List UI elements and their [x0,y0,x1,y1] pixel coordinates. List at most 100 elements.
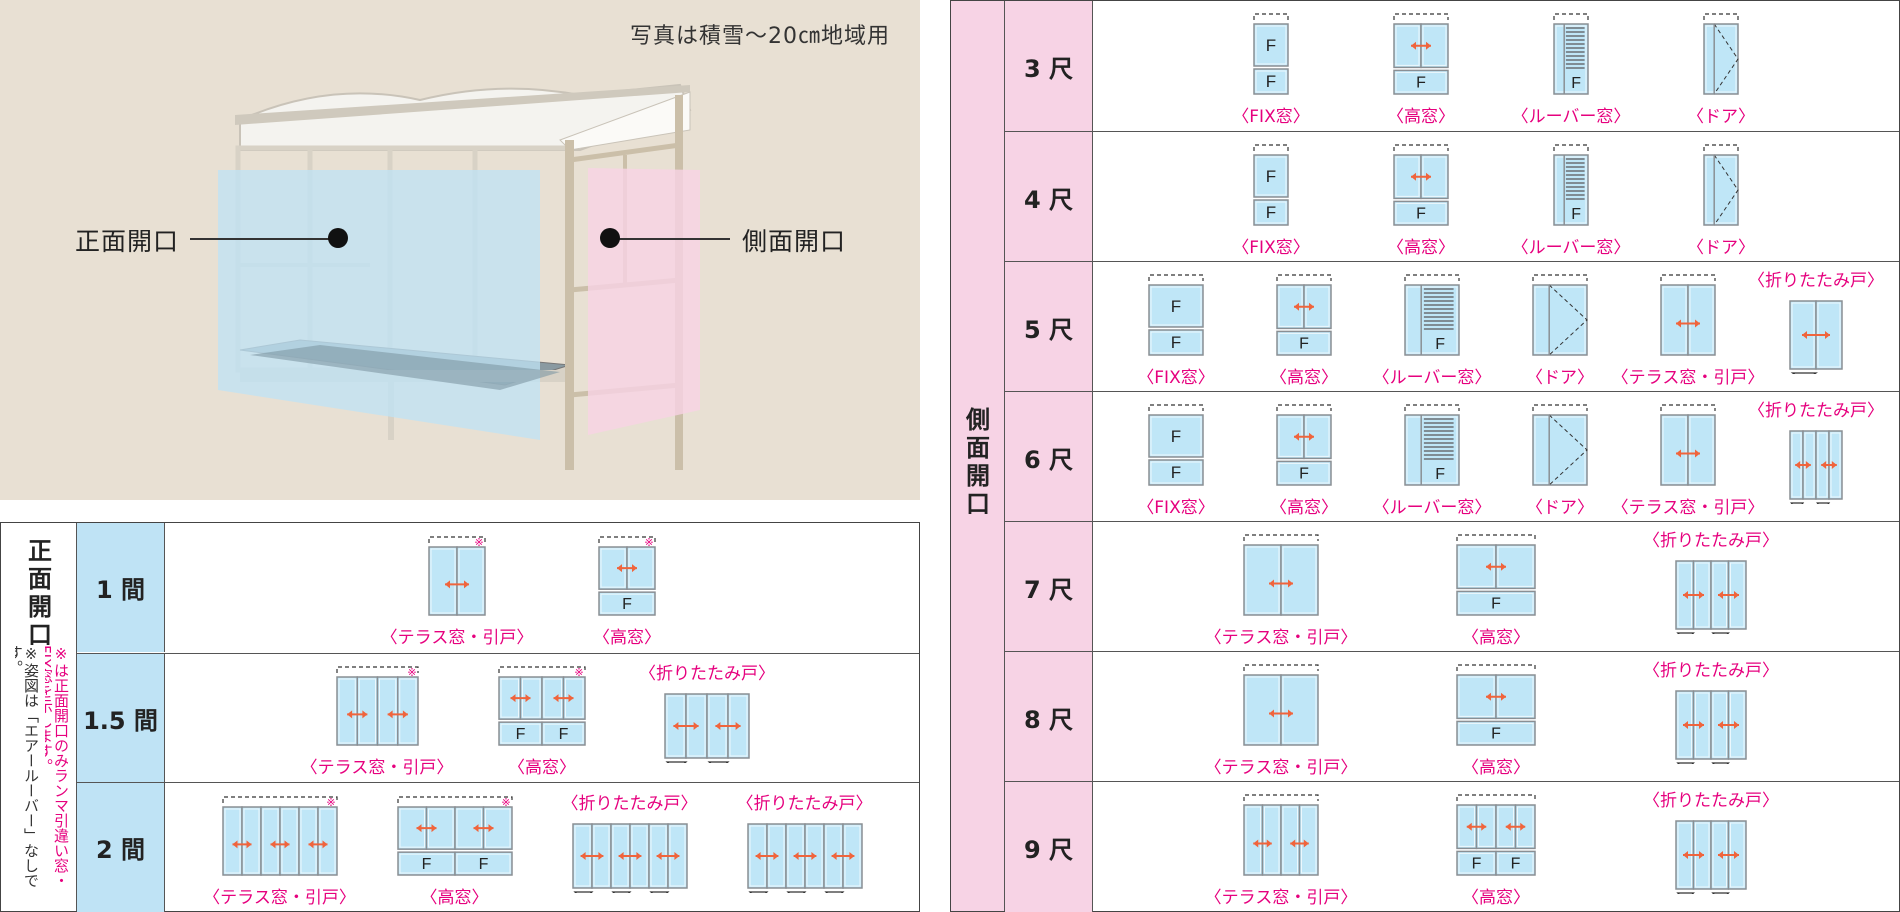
front-item-label: 〈高窓〉 [420,887,489,908]
svg-text:F: F [622,596,632,613]
side-title-char: 開 [966,462,990,490]
side-callout-label: 側面開口 [742,227,847,256]
front-size-label: 1 間 [77,523,165,652]
side-item-fold: 〈折りたたみ戸〉 [1748,271,1884,382]
takamado-diagram-icon: F [1276,404,1332,486]
side-item-takamado: F〈高窓〉 [1270,403,1338,518]
svg-text:F: F [478,856,488,873]
svg-text:F: F [421,856,431,873]
door-diagram-icon [1532,404,1588,486]
takamado-diagram-icon: F [1393,144,1449,226]
front-item-label: 〈テラス窓・引戸〉 [380,627,534,648]
svg-text:※: ※ [407,667,416,679]
side-item-label: 〈FIX窓〉 [1232,238,1310,258]
svg-text:F: F [1266,72,1276,91]
side-item-label: 〈折りたたみ戸〉 [1748,271,1884,291]
front-callout-label: 正面開口 [75,227,180,256]
side-callout-dot [600,228,620,248]
fix-diagram-icon: FF [1148,404,1204,486]
front-item-terrace: ※〈テラス窓・引戸〉 [203,795,356,908]
front-item-label: 〈テラス窓・引戸〉 [300,758,454,778]
front-item-label: 〈高窓〉 [508,758,576,778]
svg-text:※: ※ [326,797,335,809]
takamado-diagram-icon: F [1276,274,1332,356]
side-item-terrace: 〈テラス窓・引戸〉 [1612,273,1764,388]
side-item-terrace: 〈テラス窓・引戸〉 [1612,403,1764,518]
side-item-label: 〈折りたたみ戸〉 [1643,661,1779,681]
svg-text:※: ※ [501,797,510,809]
side-item-label: 〈テラス窓・引戸〉 [1611,368,1765,388]
front-opening-table: 正 面 開 口 ※は正面開口のみランマ引違い窓・FIX窓を示します。 ※姿図は「… [0,522,920,912]
side-size-label: 4 尺 [1005,132,1093,262]
front-title-char: 開 [28,593,52,621]
side-title-char: 口 [966,490,990,518]
door-diagram-icon [1532,274,1588,356]
front-size-label: 2 間 [77,783,165,912]
product-photo: 写真は積雪～20㎝地域用 [0,0,920,500]
side-title: 側 面 開 口 [961,406,995,518]
terrace-diagram-icon [1243,664,1319,746]
takamado-diagram-icon: ※F [598,535,656,616]
svg-text:F: F [1435,466,1445,483]
sunroom-illustration [218,83,700,470]
side-item-louver: F 〈ルーバー窓〉 [1512,12,1630,127]
svg-text:F: F [1435,336,1445,353]
side-row: 7 尺〈テラス窓・引戸〉F〈高窓〉〈折りたたみ戸〉 [1005,521,1899,652]
side-callout-leader [605,238,730,240]
svg-text:F: F [1299,466,1309,483]
photo-note: 写真は積雪～20㎝地域用 [630,24,890,49]
svg-text:F: F [1266,36,1276,55]
fix-diagram-icon: FF [1253,144,1289,226]
fold-diagram-icon [1789,300,1843,382]
svg-text:F: F [1491,596,1501,613]
door-diagram-icon [1703,144,1739,226]
side-item-fold: 〈折りたたみ戸〉 [1748,401,1884,513]
front-size-label: 1.5 間 [77,653,165,783]
side-item-label: 〈テラス窓・引戸〉 [1204,758,1358,778]
side-item-label: 〈ルーバー窓〉 [1511,107,1631,127]
svg-text:F: F [1266,203,1276,222]
svg-text:F: F [1571,75,1581,92]
takamado-diagram-icon: F [1456,534,1536,616]
front-title-char: 口 [28,621,52,649]
svg-text:F: F [1571,206,1581,223]
svg-text:F: F [1416,206,1426,223]
fold-diagram-icon [1675,820,1747,902]
svg-text:F: F [559,726,569,743]
fix-diagram-icon: FF [1148,274,1204,356]
side-item-fold: 〈折りたたみ戸〉 [1643,661,1779,772]
side-item-label: 〈ドア〉 [1687,107,1755,127]
terrace-diagram-icon [1660,404,1716,486]
side-item-label: 〈高窓〉 [1462,628,1530,648]
side-size-label: 5 尺 [1005,262,1093,392]
side-item-label: 〈高窓〉 [1270,368,1338,388]
side-item-label: 〈高窓〉 [1462,758,1530,778]
fold-diagram-icon [746,822,863,901]
louver-diagram-icon: F [1553,13,1589,95]
side-size-label: 3 尺 [1005,1,1093,131]
side-item-fold: 〈折りたたみ戸〉 [1643,531,1779,642]
side-item-label: 〈FIX窓〉 [1232,107,1310,127]
side-item-fold: 〈折りたたみ戸〉 [1643,791,1779,902]
svg-text:※: ※ [644,537,653,549]
side-item-label: 〈ルーバー窓〉 [1511,238,1631,258]
side-title-char: 面 [966,434,990,462]
side-row: 8 尺〈テラス窓・引戸〉F〈高窓〉〈折りたたみ戸〉 [1005,651,1899,782]
side-item-label: 〈折りたたみ戸〉 [1748,401,1884,421]
svg-text:F: F [1171,463,1181,482]
svg-text:F: F [1472,856,1482,873]
svg-text:F: F [1171,297,1181,316]
side-item-takamado: F 〈高窓〉 [1270,273,1338,388]
side-item-door: 〈ドア〉 [1526,273,1594,388]
